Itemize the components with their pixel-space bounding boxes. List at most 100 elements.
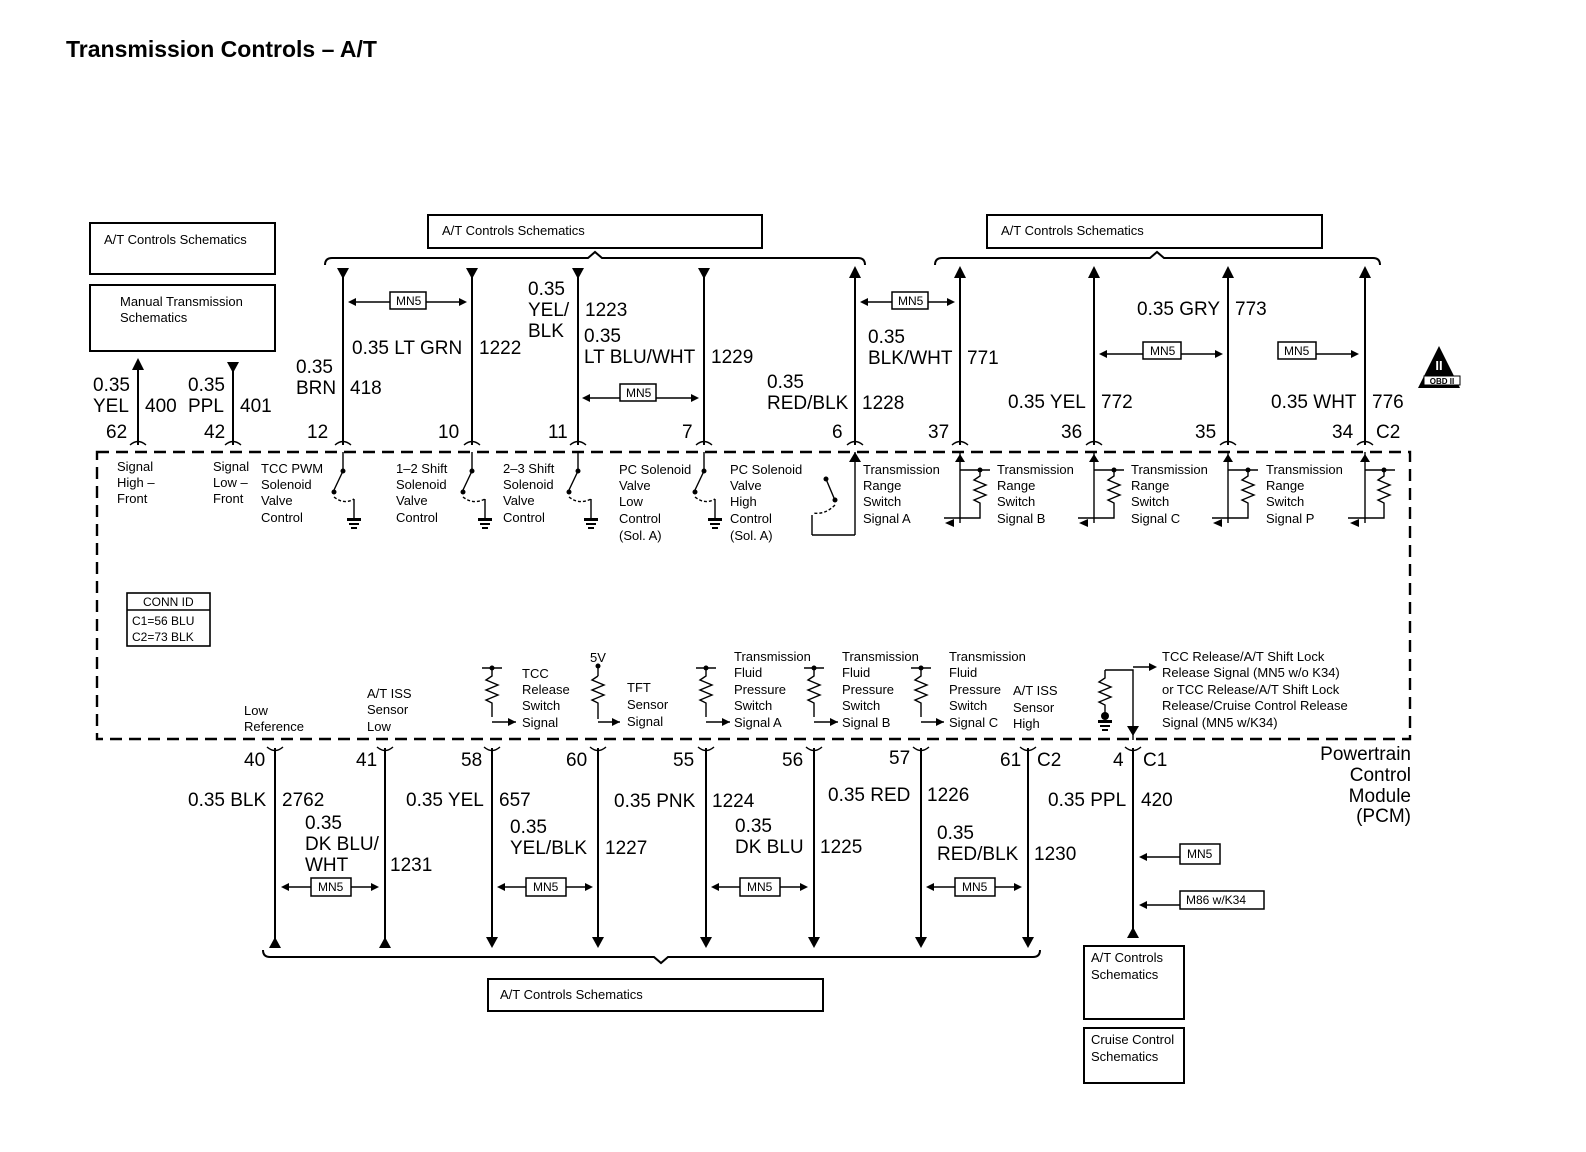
- svg-text:A/T Controls Schematics: A/T Controls Schematics: [442, 223, 585, 238]
- ref-box-manual-transmission[interactable]: Manual Transmission Schematics: [89, 284, 276, 352]
- svg-text:772: 772: [1101, 392, 1133, 413]
- brace-bottom: [262, 949, 1041, 965]
- svg-text:RED/BLK: RED/BLK: [767, 393, 849, 414]
- svg-text:PC Solenoid: PC Solenoid: [730, 462, 802, 477]
- svg-text:776: 776: [1372, 392, 1404, 413]
- svg-text:TCC Release/A/T Shift Lock: TCC Release/A/T Shift Lock: [1162, 649, 1325, 664]
- svg-text:Switch: Switch: [842, 698, 880, 713]
- svg-text:Solenoid: Solenoid: [261, 477, 312, 492]
- svg-text:Low: Low: [244, 703, 268, 718]
- ref-box-at-controls-bottom[interactable]: A/T Controls Schematics: [487, 978, 824, 1012]
- svg-text:PPL: PPL: [188, 396, 224, 417]
- svg-text:12: 12: [307, 422, 328, 443]
- svg-text:60: 60: [566, 750, 587, 771]
- svg-text:Low: Low: [367, 719, 391, 734]
- svg-text:Sensor: Sensor: [367, 702, 409, 717]
- ref-box-at-controls-top-2[interactable]: A/T Controls Schematics: [986, 214, 1323, 249]
- svg-text:Solenoid: Solenoid: [396, 477, 447, 492]
- svg-text:BLK: BLK: [528, 321, 564, 342]
- svg-text:OBD II: OBD II: [1430, 377, 1454, 386]
- svg-text:Transmission: Transmission: [1266, 462, 1343, 477]
- svg-text:Signal (MN5 w/K34): Signal (MN5 w/K34): [1162, 715, 1278, 730]
- svg-text:Valve: Valve: [730, 478, 762, 493]
- svg-text:1222: 1222: [479, 338, 521, 359]
- bottom-pin-numbers: 40 41 58 60 55 56 57 61 C2 4 C1: [244, 748, 1167, 771]
- svg-text:1229: 1229: [711, 347, 753, 368]
- svg-text:1226: 1226: [927, 785, 969, 806]
- svg-text:Range: Range: [997, 478, 1035, 493]
- svg-text:Switch: Switch: [734, 698, 772, 713]
- svg-text:34: 34: [1332, 422, 1354, 443]
- svg-text:0.35 PNK: 0.35 PNK: [614, 791, 696, 812]
- svg-text:0.35: 0.35: [868, 327, 905, 348]
- svg-text:Control: Control: [1350, 765, 1411, 786]
- svg-text:Pressure: Pressure: [734, 682, 786, 697]
- svg-text:Range: Range: [1266, 478, 1304, 493]
- svg-text:Release: Release: [522, 682, 570, 697]
- svg-text:A/T ISS: A/T ISS: [367, 686, 412, 701]
- svg-text:YEL: YEL: [93, 396, 129, 417]
- obd-ii-logo: II OBD II: [1418, 346, 1461, 388]
- svg-text:LT BLU/WHT: LT BLU/WHT: [584, 347, 696, 368]
- svg-text:0.35 WHT: 0.35 WHT: [1271, 392, 1357, 413]
- svg-text:6: 6: [832, 422, 843, 443]
- mn5-tags-top: MN5 MN5 MN5 MN5 MN5: [348, 291, 1359, 402]
- mn5-tags-bottom: MN5 MN5 MN5 MN5 MN5 M86 w/K34: [281, 843, 1265, 910]
- svg-text:Switch: Switch: [1266, 494, 1304, 509]
- svg-text:PC Solenoid: PC Solenoid: [619, 462, 691, 477]
- svg-text:Signal A: Signal A: [863, 511, 911, 526]
- svg-text:Control: Control: [730, 511, 772, 526]
- svg-text:2–3 Shift: 2–3 Shift: [503, 461, 555, 476]
- ref-box-cruise-control[interactable]: Cruise Control Schematics: [1083, 1027, 1185, 1084]
- svg-text:A/T Controls: A/T Controls: [1091, 950, 1164, 965]
- svg-text:37: 37: [928, 422, 949, 443]
- svg-text:TCC: TCC: [522, 666, 549, 681]
- svg-text:1224: 1224: [712, 791, 755, 812]
- svg-text:5V: 5V: [590, 650, 606, 665]
- svg-text:1230: 1230: [1034, 844, 1076, 865]
- svg-text:0.35 GRY: 0.35 GRY: [1137, 299, 1220, 320]
- svg-text:MN5: MN5: [396, 294, 422, 308]
- brace-top-2: [934, 250, 1381, 266]
- ref-box-at-controls-left[interactable]: A/T Controls Schematics: [89, 222, 276, 275]
- svg-text:Signal: Signal: [117, 459, 153, 474]
- svg-text:Signal: Signal: [213, 459, 249, 474]
- svg-text:40: 40: [244, 750, 265, 771]
- ref-box-at-controls-right[interactable]: A/T Controls Schematics: [1083, 945, 1185, 1020]
- conn-id-table: CONN ID C1=56 BLU C2=73 BLK: [126, 592, 211, 647]
- svg-text:Reference: Reference: [244, 719, 304, 734]
- svg-text:Pressure: Pressure: [949, 682, 1001, 697]
- svg-text:0.35 BLK: 0.35 BLK: [188, 790, 266, 811]
- svg-text:A/T Controls Schematics: A/T Controls Schematics: [104, 232, 247, 247]
- svg-text:Switch: Switch: [1131, 494, 1169, 509]
- svg-text:56: 56: [782, 750, 803, 771]
- svg-text:Solenoid: Solenoid: [503, 477, 554, 492]
- svg-text:11: 11: [548, 422, 568, 443]
- svg-text:YEL/BLK: YEL/BLK: [510, 838, 587, 859]
- bottom-connector-notches: [266, 746, 1142, 752]
- svg-text:Range: Range: [1131, 478, 1169, 493]
- svg-text:(PCM): (PCM): [1356, 806, 1411, 827]
- svg-text:657: 657: [499, 790, 531, 811]
- svg-text:35: 35: [1195, 422, 1216, 443]
- svg-text:0.35: 0.35: [188, 375, 225, 396]
- svg-text:771: 771: [967, 348, 999, 369]
- svg-text:High –: High –: [117, 475, 155, 490]
- svg-text:1231: 1231: [390, 855, 432, 876]
- svg-text:MN5: MN5: [962, 880, 988, 894]
- svg-text:Control: Control: [619, 511, 661, 526]
- svg-text:High: High: [730, 494, 757, 509]
- svg-text:41: 41: [356, 750, 377, 771]
- pcm-boundary: [95, 450, 1412, 741]
- svg-text:Front: Front: [213, 491, 244, 506]
- svg-text:C1: C1: [1143, 750, 1167, 771]
- svg-text:1223: 1223: [585, 300, 627, 321]
- ref-box-at-controls-top-1[interactable]: A/T Controls Schematics: [427, 214, 763, 249]
- svg-text:Signal B: Signal B: [997, 511, 1045, 526]
- svg-text:0.35: 0.35: [767, 372, 804, 393]
- svg-text:Cruise Control: Cruise Control: [1091, 1032, 1174, 1047]
- svg-text:Powertrain: Powertrain: [1320, 744, 1411, 765]
- svg-text:Switch: Switch: [949, 698, 987, 713]
- svg-text:62: 62: [106, 422, 127, 443]
